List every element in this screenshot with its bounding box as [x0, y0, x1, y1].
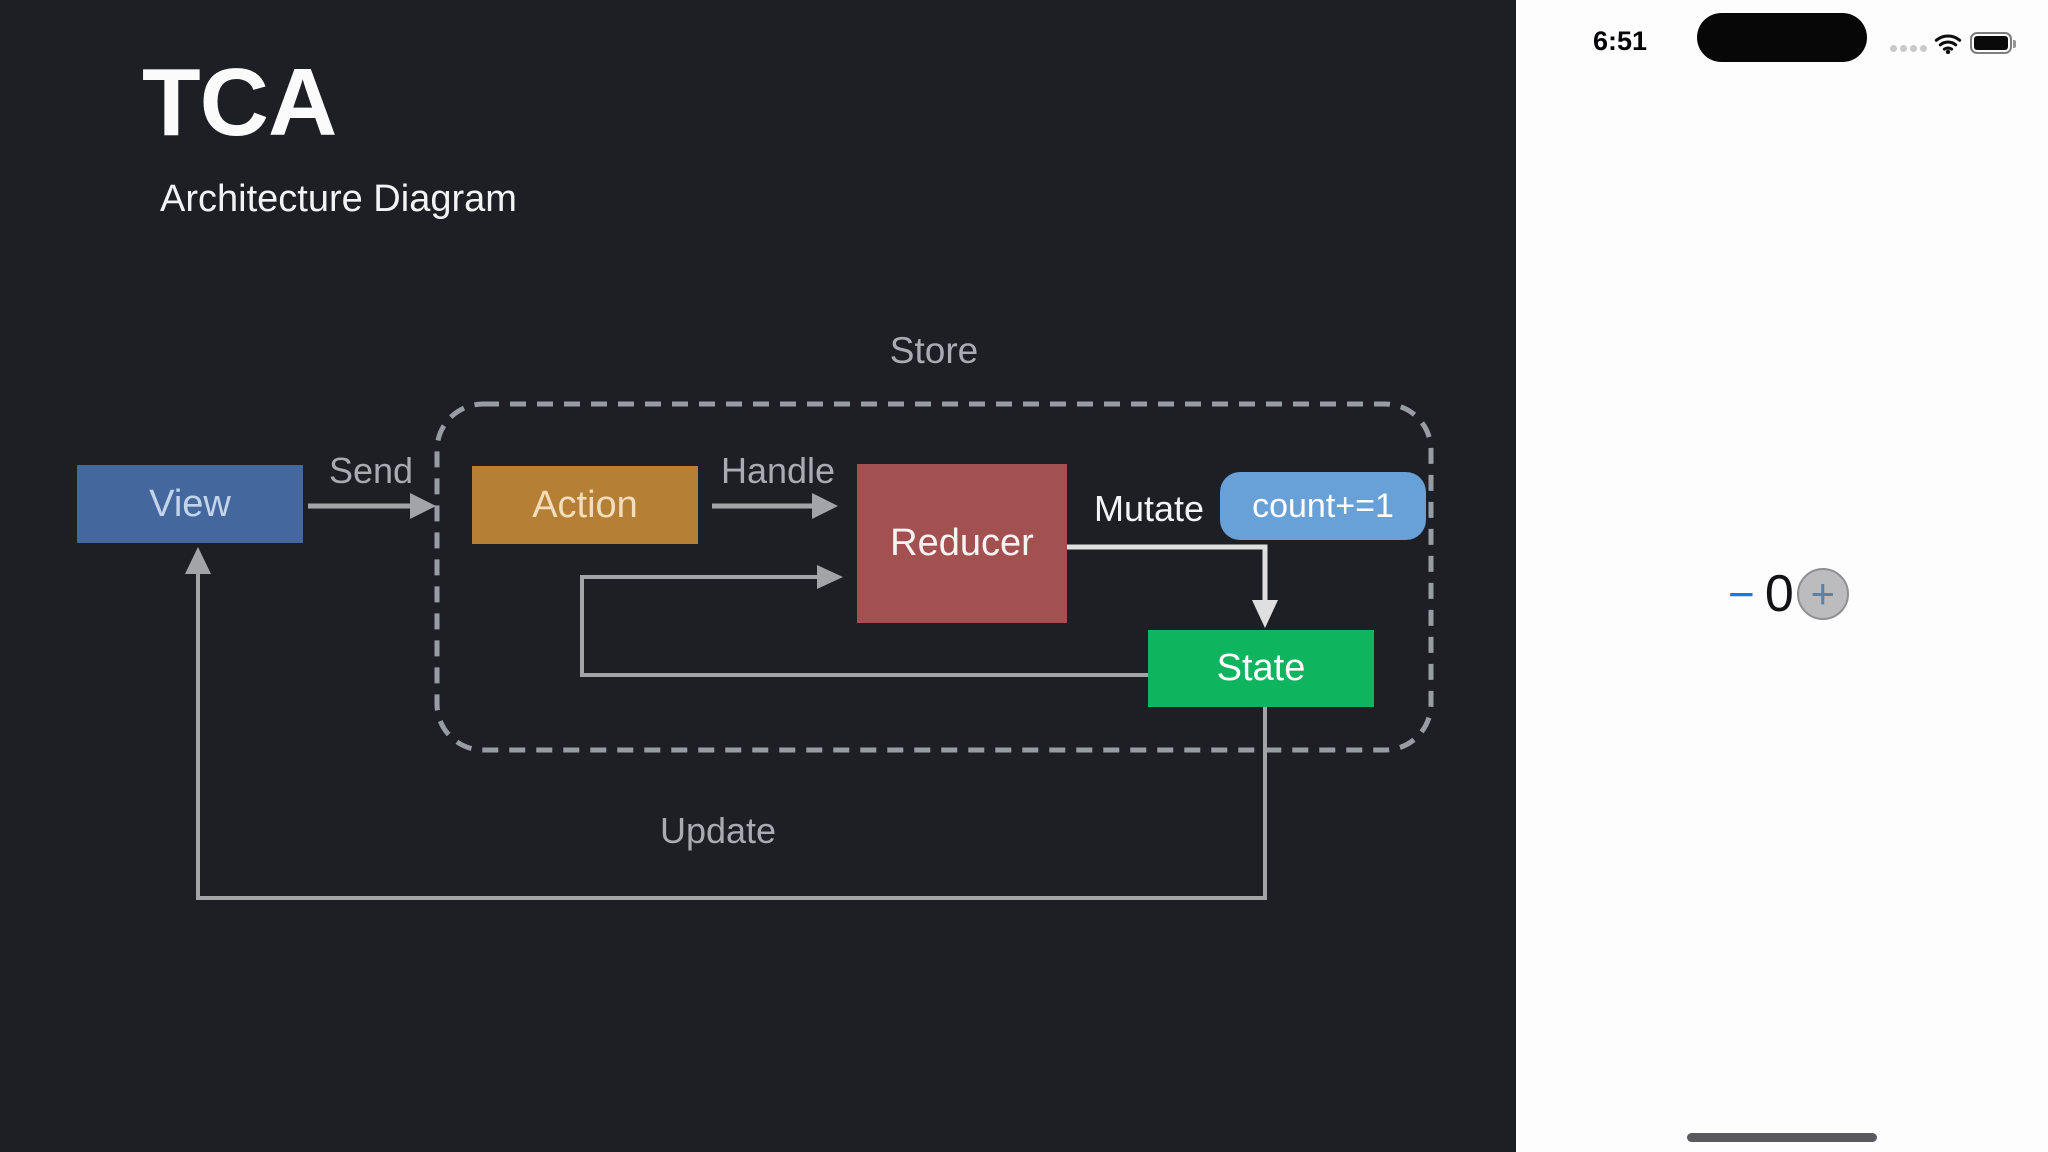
- send-arrow: [308, 493, 436, 519]
- counter-stepper: − 0 +: [1728, 566, 1849, 622]
- mutation-badge: count+=1: [1220, 472, 1426, 540]
- node-reducer: Reducer: [857, 464, 1067, 623]
- counter-value: 0: [1764, 565, 1794, 623]
- store-label: Store: [889, 330, 979, 371]
- mutation-badge-label: count+=1: [1252, 486, 1394, 525]
- handle-label: Handle: [720, 450, 836, 491]
- status-bar-icons: [1890, 28, 2016, 56]
- increment-button[interactable]: +: [1796, 568, 1849, 620]
- mutate-label: Mutate: [1093, 488, 1205, 529]
- diagram-edges: [185, 401, 1434, 900]
- send-label: Send: [328, 450, 414, 491]
- wifi-icon: [1934, 33, 1962, 54]
- update-arrow: [185, 547, 1267, 900]
- home-indicator[interactable]: [1687, 1133, 1877, 1142]
- mutate-arrow: [1067, 544, 1278, 628]
- state-feedback-arrow: [580, 565, 1148, 677]
- battery-full-icon: [1970, 32, 2016, 54]
- node-view: View: [77, 465, 303, 543]
- page-title: TCA: [142, 49, 337, 156]
- decrement-button[interactable]: −: [1728, 568, 1755, 620]
- handle-arrow: [712, 493, 838, 519]
- phone-panel: 6:51 − 0 +: [1516, 0, 2048, 1152]
- page-subtitle: Architecture Diagram: [160, 178, 517, 220]
- diagram-panel: TCA Architecture Diagram: [77, 49, 1434, 900]
- node-state-label: State: [1216, 647, 1306, 689]
- node-reducer-label: Reducer: [890, 522, 1034, 564]
- dynamic-island: [1697, 13, 1867, 62]
- update-label: Update: [659, 810, 777, 851]
- node-view-label: View: [149, 482, 231, 525]
- cellular-dots-icon: [1890, 44, 1930, 52]
- node-action-label: Action: [532, 483, 638, 526]
- node-state: State: [1148, 630, 1374, 707]
- node-action: Action: [472, 466, 698, 544]
- status-bar-time: 6:51: [1592, 26, 1648, 56]
